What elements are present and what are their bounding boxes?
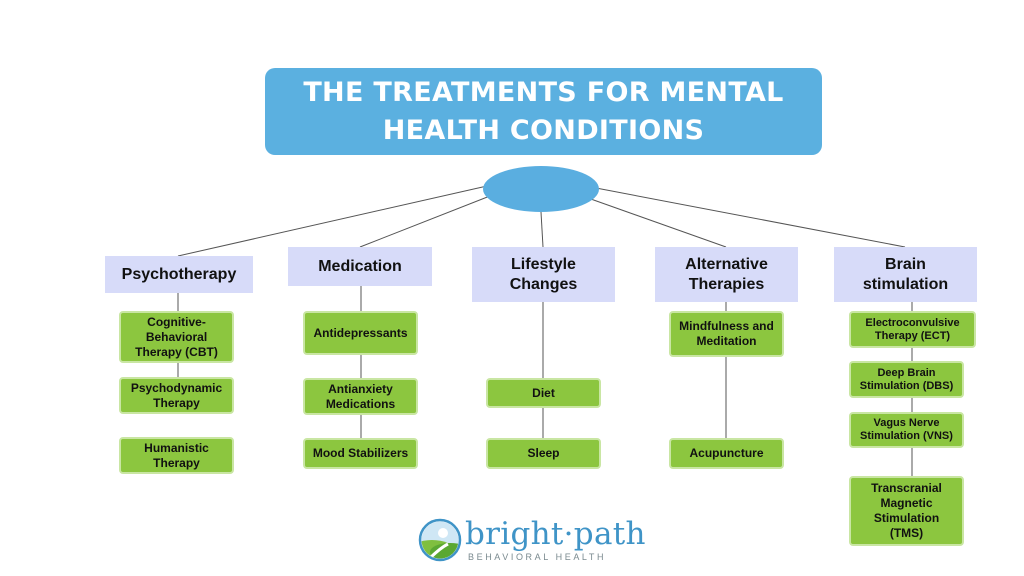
treatment-mindfulness-meditation: Mindfulness and Meditation [669, 311, 784, 357]
treatment-label: Psychodynamic Therapy [130, 380, 223, 410]
category-brain-stimulation: Brain stimulation [834, 247, 977, 302]
category-psychotherapy: Psychotherapy [105, 256, 253, 293]
category-medication: Medication [288, 247, 432, 286]
brightpath-logo: bright·path BEHAVIORAL HEALTH [418, 516, 645, 564]
logo-wordmark: bright·path [465, 516, 646, 552]
treatment-cbt: Cognitive- Behavioral Therapy (CBT) [119, 311, 234, 363]
title-banner: THE TREATMENTS FOR MENTAL HEALTH CONDITI… [265, 68, 822, 155]
treatment-diet: Diet [486, 378, 601, 408]
diagram-title: THE TREATMENTS FOR MENTAL HEALTH CONDITI… [303, 76, 784, 146]
treatment-label: Electroconvulsive Therapy (ECT) [865, 316, 960, 342]
central-hub-node [483, 166, 599, 212]
treatment-mood-stabilizers: Mood Stabilizers [303, 438, 418, 469]
treatment-sleep: Sleep [486, 438, 601, 469]
treatment-label: Diet [532, 385, 555, 400]
category-label: Alternative Therapies [685, 255, 768, 293]
treatment-antianxiety-medications: Antianxiety Medications [303, 378, 418, 415]
treatment-humanistic-therapy: Humanistic Therapy [119, 437, 234, 474]
treatment-label: Vagus Nerve Stimulation (VNS) [860, 417, 953, 442]
treatment-label: Deep Brain Stimulation (DBS) [859, 366, 954, 392]
landscape-logo-icon [418, 518, 462, 562]
treatment-vns: Vagus Nerve Stimulation (VNS) [849, 412, 964, 448]
logo-subtitle: BEHAVIORAL HEALTH [468, 552, 607, 562]
treatment-label: Mood Stabilizers [312, 446, 409, 460]
treatment-psychodynamic-therapy: Psychodynamic Therapy [119, 377, 234, 414]
category-lifestyle-changes: Lifestyle Changes [472, 247, 615, 302]
treatment-antidepressants: Antidepressants [303, 311, 418, 355]
treatment-acupuncture: Acupuncture [669, 438, 784, 469]
treatment-label: Mindfulness and Meditation [679, 319, 774, 348]
treatment-label: Humanistic Therapy [144, 440, 209, 470]
category-label: Medication [318, 257, 402, 275]
treatment-label: Sleep [527, 446, 560, 460]
category-label: Lifestyle Changes [509, 255, 578, 293]
treatment-label: Antianxiety Medications [325, 381, 396, 411]
treatment-tms: Transcranial Magnetic Stimulation (TMS) [849, 476, 964, 546]
treatment-label: Cognitive- Behavioral Therapy (CBT) [135, 314, 218, 359]
category-alternative-therapies: Alternative Therapies [655, 247, 798, 302]
treatment-dbs: Deep Brain Stimulation (DBS) [849, 361, 964, 398]
category-label: Psychotherapy [121, 265, 237, 283]
treatment-label: Transcranial Magnetic Stimulation (TMS) [871, 481, 942, 540]
treatment-label: Acupuncture [689, 446, 764, 460]
category-label: Brain stimulation [862, 255, 949, 293]
treatment-label: Antidepressants [313, 325, 408, 340]
treatment-ect: Electroconvulsive Therapy (ECT) [849, 311, 976, 348]
